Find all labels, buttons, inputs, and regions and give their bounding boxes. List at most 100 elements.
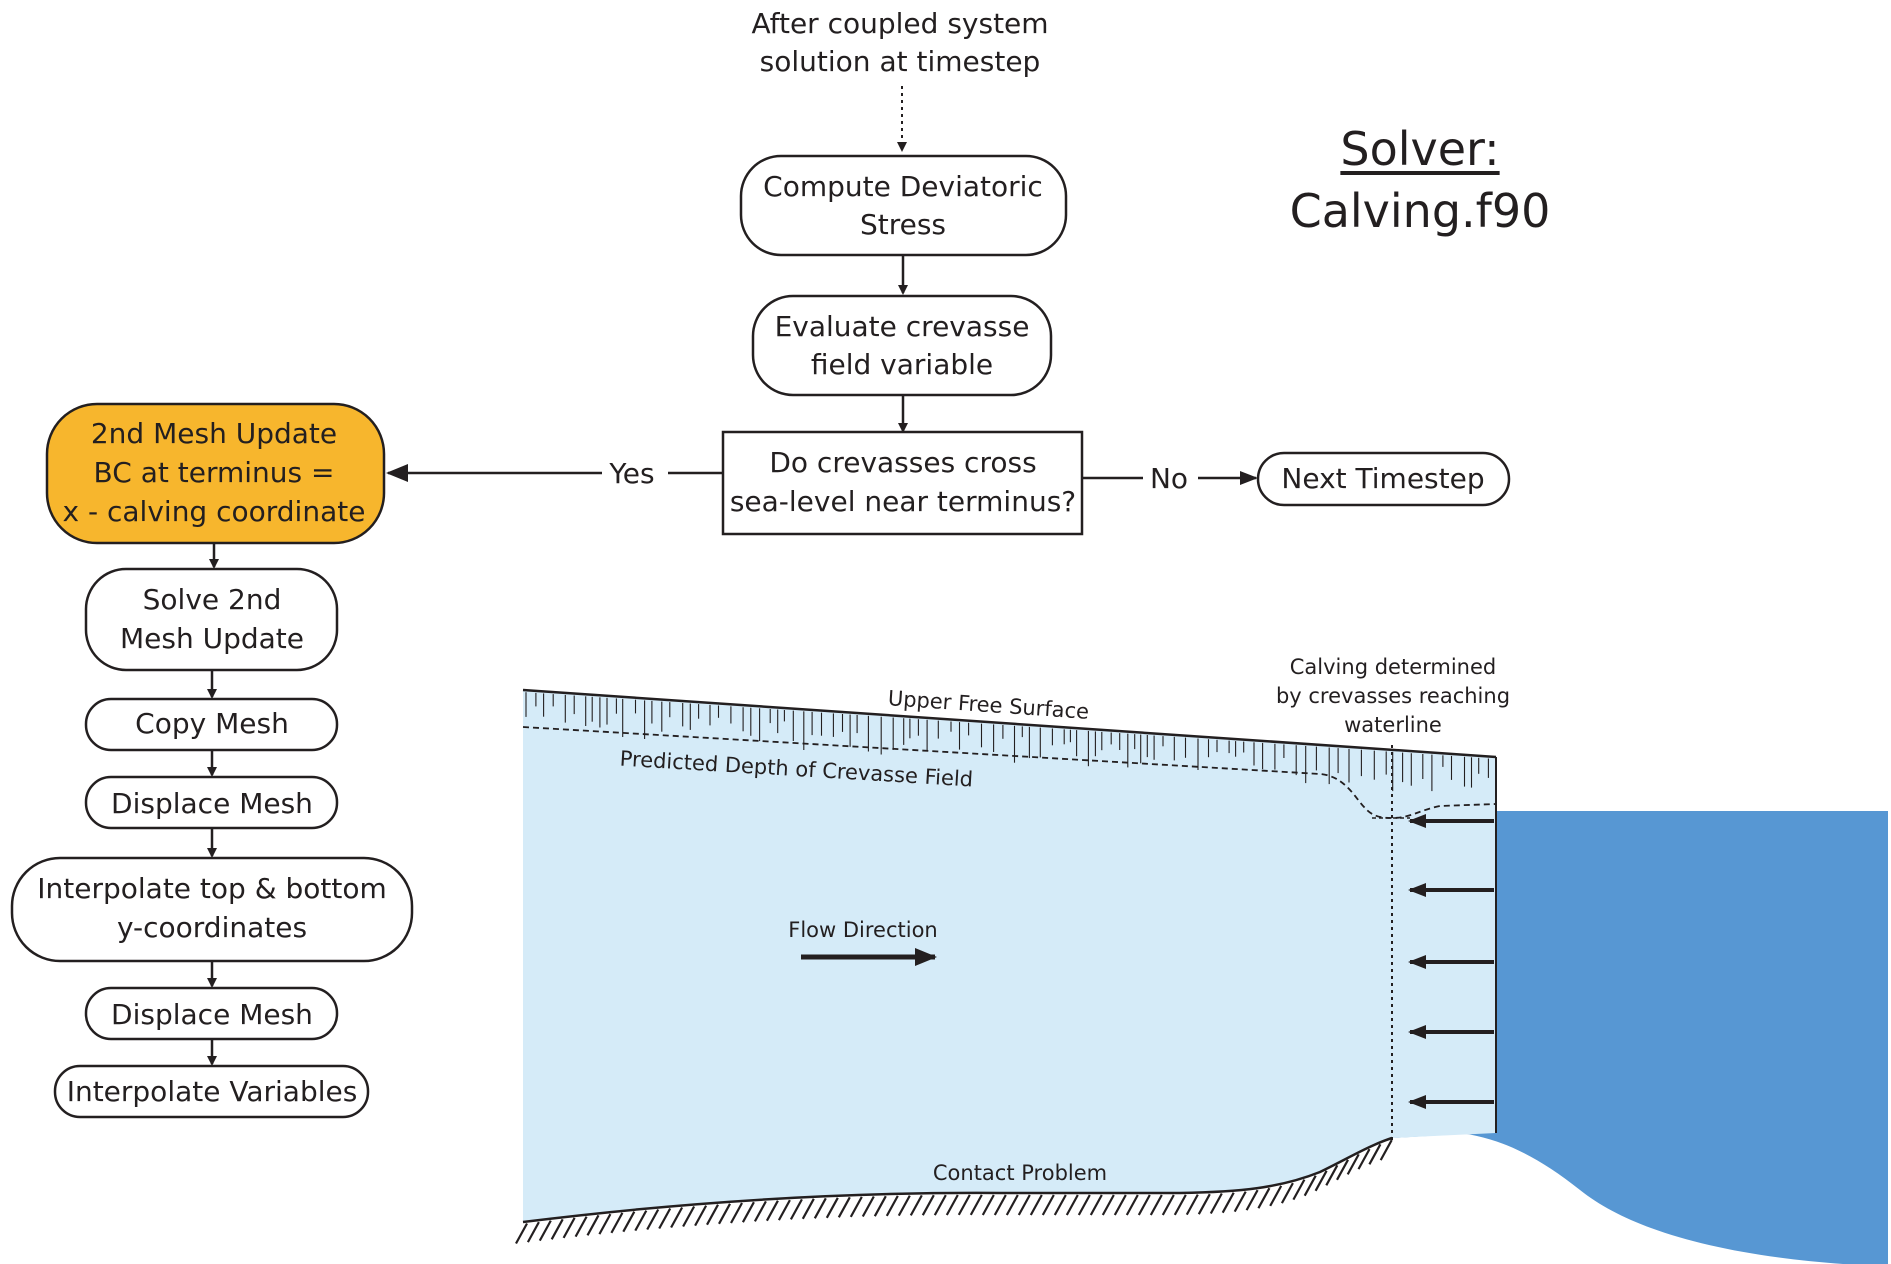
start-note: After coupled system solution at timeste… <box>751 7 1048 78</box>
bed-hatch-mark <box>598 1213 612 1235</box>
ice-body <box>523 690 1496 1222</box>
interpolate-vars-node: Interpolate Variables <box>53 1064 370 1119</box>
bed-hatch-mark <box>670 1206 684 1229</box>
bed-hatch-mark <box>1357 1148 1371 1170</box>
bed-hatch-mark <box>753 1200 767 1222</box>
solver-heading: Solver: <box>1340 122 1500 176</box>
bed-hatch-mark <box>550 1218 564 1240</box>
next-timestep-node: Next Timestep <box>1256 451 1511 507</box>
bed-hatch-mark <box>515 1222 528 1245</box>
bed-line <box>522 1136 1393 1224</box>
bed-hatch-mark <box>921 1194 935 1216</box>
evaluate-crevasse-node: Evaluate crevasse field variable <box>751 294 1053 397</box>
no-label: No <box>1150 462 1188 495</box>
bed-hatch-mark <box>706 1204 719 1226</box>
solver-name: Calving.f90 <box>1289 184 1551 238</box>
bed-hatch-mark <box>873 1195 887 1217</box>
upper-surface-line <box>522 688 1497 759</box>
mesh-update-node: 2nd Mesh Update BC at terminus = x - cal… <box>45 402 386 545</box>
calving-note-line-2: by crevasses reaching <box>1276 684 1510 708</box>
bed-hatch-mark <box>1292 1179 1306 1201</box>
bed-hatch-mark <box>933 1194 947 1216</box>
bed-hatch-mark <box>646 1208 660 1231</box>
mesh-update-line-1: 2nd Mesh Update <box>91 417 337 450</box>
bed-hatch-mark <box>837 1196 851 1218</box>
bed-hatch-mark <box>1346 1153 1360 1175</box>
bed-hatch-mark <box>1269 1185 1283 1207</box>
evaluate-crevasse-line-1: Evaluate crevasse <box>775 310 1030 343</box>
bed-hatch-mark <box>777 1199 791 1221</box>
interpolate-coords-line-1: Interpolate top & bottom <box>37 872 386 905</box>
bed-hatch-mark <box>1197 1193 1211 1215</box>
displace-mesh-1-node: Displace Mesh <box>84 775 339 830</box>
evaluate-crevasse-line-2: field variable <box>811 348 993 381</box>
bed-hatch-mark <box>586 1214 600 1236</box>
compute-stress-line-1: Compute Deviatoric <box>763 170 1043 203</box>
bed-hatch-mark <box>897 1195 911 1217</box>
bed-hatch-mark <box>945 1194 959 1216</box>
bed-hatch-mark <box>1233 1191 1247 1213</box>
bed-hatch-mark <box>730 1202 743 1224</box>
bed-hatch-mark <box>1137 1194 1151 1216</box>
bed-hatch-mark <box>1173 1194 1187 1216</box>
bed-hatch-mark <box>1161 1194 1175 1216</box>
bed-hatch-mark <box>1149 1194 1163 1216</box>
bed-hatch-mark <box>1185 1194 1199 1216</box>
compute-stress-line-2: Stress <box>860 208 946 241</box>
mesh-update-line-3: x - calving coordinate <box>63 495 366 528</box>
bed-hatch-mark <box>1336 1159 1349 1181</box>
interpolate-vars-label: Interpolate Variables <box>67 1075 358 1108</box>
solver-title: Solver: Calving.f90 <box>1240 118 1600 242</box>
bed-hatch-mark <box>1209 1192 1223 1215</box>
bed-hatch-mark <box>849 1196 863 1218</box>
start-note-line-1: After coupled system <box>751 7 1048 40</box>
bed-hatch-mark <box>694 1205 708 1227</box>
copy-mesh-label: Copy Mesh <box>135 707 289 740</box>
crevasse-depth-line <box>522 726 1497 819</box>
bed-hatch-mark <box>610 1212 624 1234</box>
bed-hatch-mark <box>562 1217 576 1239</box>
bed-hatch-mark <box>789 1198 803 1220</box>
next-timestep-label: Next Timestep <box>1281 462 1484 495</box>
bed-hatch-mark <box>825 1197 839 1219</box>
bed-hatch-mark <box>658 1207 672 1230</box>
bed-hatch-mark <box>1089 1194 1103 1216</box>
bed-hatch-mark <box>1368 1143 1382 1165</box>
bed-hatch-mark <box>801 1198 815 1220</box>
bed-hatch-mark <box>1280 1182 1294 1204</box>
start-note-line-2: solution at timestep <box>760 45 1041 78</box>
bed-hatch-mark <box>682 1205 696 1228</box>
bed-hatch-mark <box>957 1194 971 1216</box>
bed-hatch-mark <box>981 1194 995 1216</box>
bed-hatch-mark <box>861 1195 875 1218</box>
decision-line-1: Do crevasses cross <box>769 446 1036 479</box>
compute-stress-node: Compute Deviatoric Stress <box>739 154 1068 257</box>
bed-hatch-mark <box>1029 1194 1043 1216</box>
displace-mesh-2-label: Displace Mesh <box>111 998 313 1031</box>
displace-mesh-2-node: Displace Mesh <box>84 986 339 1041</box>
flow-direction-label: Flow Direction <box>788 918 937 942</box>
bed-hatch-mark <box>1221 1192 1235 1214</box>
crevasse-field <box>525 692 1489 792</box>
interpolate-coords-line-2: y-coordinates <box>117 911 307 944</box>
bed-hatch-mark <box>885 1195 899 1217</box>
bed-hatch-mark <box>1113 1194 1127 1216</box>
bed-hatch-mark <box>1245 1189 1259 1211</box>
bed-hatch-mark <box>1303 1175 1317 1197</box>
bed-hatch-mark <box>718 1203 731 1225</box>
displace-mesh-1-label: Displace Mesh <box>111 787 313 820</box>
solve-mesh-node: Solve 2nd Mesh Update <box>84 567 339 672</box>
bed-hatch-mark <box>741 1201 755 1223</box>
solve-mesh-line-2: Mesh Update <box>120 622 304 655</box>
bed-hatch-mark <box>1314 1170 1328 1192</box>
bed-hatch-mark <box>1257 1187 1271 1209</box>
decision-line-2: sea-level near terminus? <box>730 485 1076 518</box>
bed-hatch-mark <box>1041 1194 1055 1216</box>
bed-hatch-mark <box>765 1200 779 1222</box>
bed-hatch-mark <box>1379 1139 1393 1161</box>
solve-mesh-line-1: Solve 2nd <box>143 583 282 616</box>
contact-problem-label: Contact Problem <box>933 1161 1107 1185</box>
bed-hatching <box>515 1139 1393 1245</box>
bed-hatch-mark <box>1125 1194 1139 1216</box>
